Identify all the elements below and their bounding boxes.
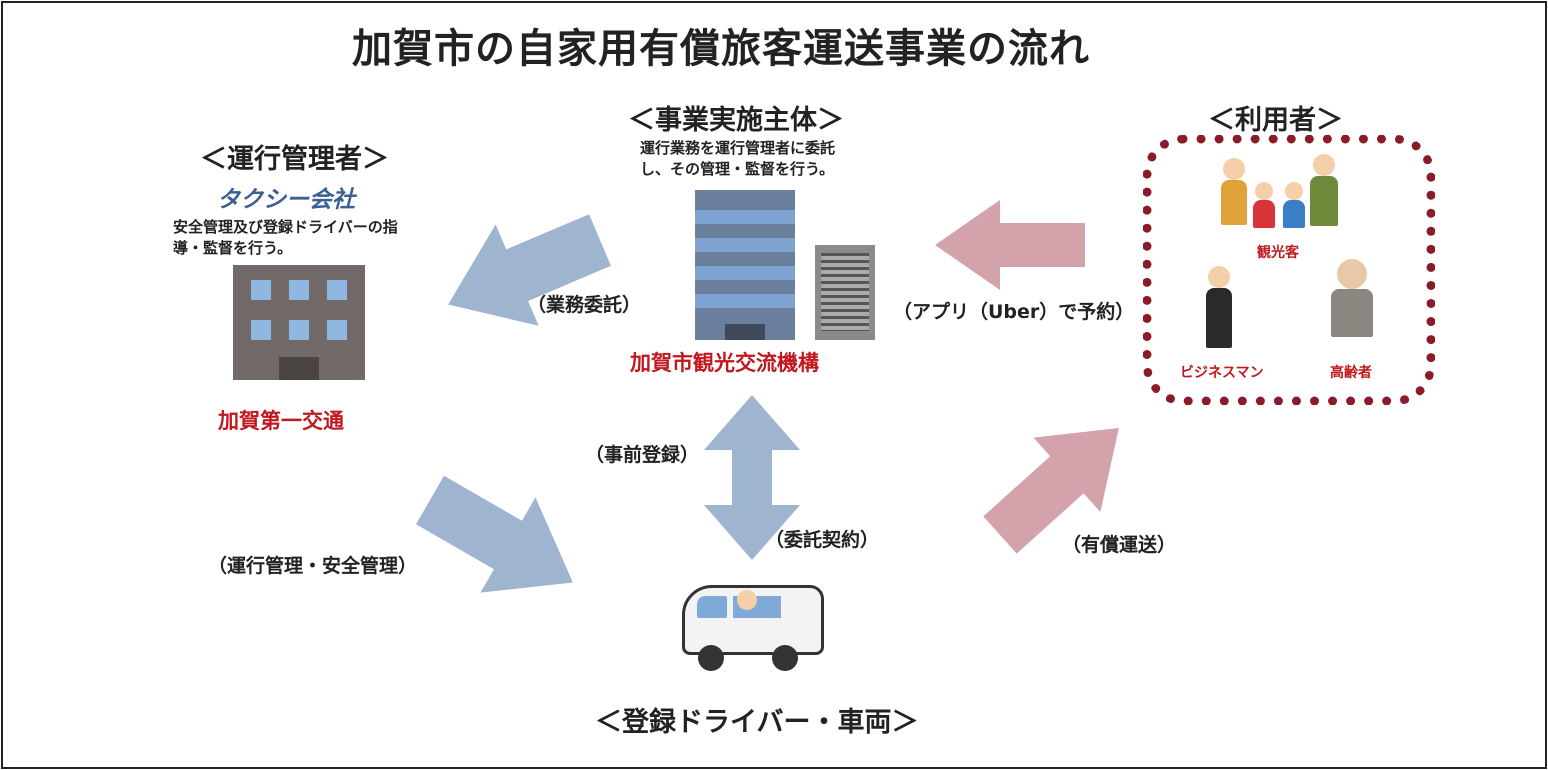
- office-building-icon: [695, 190, 795, 340]
- tourists-label: 観光客: [1257, 245, 1299, 261]
- implementer-description-2: し、その管理・監督を行う。: [640, 160, 835, 178]
- van-icon: [682, 585, 824, 655]
- arrow-outsourcing: [448, 214, 611, 326]
- implementer-name: 加賀市観光交流機構: [630, 351, 819, 375]
- server-icon: [815, 245, 875, 340]
- arrow-app-booking: [935, 200, 1085, 290]
- arrow-operation-management: [416, 475, 573, 593]
- pre-registration-label: （事前登録）: [585, 444, 700, 466]
- businessman-illustration: [1195, 262, 1245, 357]
- diagram-title: 加賀市の自家用有償旅客運送事業の流れ: [352, 26, 1090, 72]
- consignment-contract-label: （委託契約）: [765, 529, 880, 551]
- taxi-company-building-icon: [233, 265, 365, 380]
- users-heading: ＜利用者＞: [1208, 105, 1343, 136]
- elderly-label: 高齢者: [1330, 365, 1372, 381]
- operator-description-1: 安全管理及び登録ドライバーの指: [173, 218, 398, 236]
- implementer-heading: ＜事業実施主体＞: [628, 105, 844, 136]
- elderly-illustration: [1325, 255, 1380, 345]
- app-booking-label: （アプリ（Uber）で予約）: [893, 301, 1135, 323]
- arrow-registration-bidirectional: [704, 395, 800, 560]
- arrow-paid-transport: [983, 427, 1119, 554]
- operator-name: 加賀第一交通: [218, 409, 344, 433]
- van-wheel-icon: [772, 645, 798, 671]
- operator-manager-heading: ＜運行管理者＞: [200, 144, 389, 175]
- outsourcing-label: （業務委託）: [527, 294, 642, 316]
- taxi-company-label: タクシー会社: [217, 187, 355, 213]
- operator-description-2: 導・監督を行う。: [173, 239, 293, 257]
- driver-heading: ＜登録ドライバー・車両＞: [595, 707, 919, 738]
- van-wheel-icon: [698, 645, 724, 671]
- operation-safety-label: （運行管理・安全管理）: [208, 555, 418, 577]
- businessman-label: ビジネスマン: [1180, 365, 1264, 381]
- users-group: [1143, 135, 1435, 405]
- implementer-description-1: 運行業務を運行管理者に委託: [640, 139, 836, 157]
- tourists-illustration: [1215, 150, 1365, 235]
- paid-transport-label: （有償運送）: [1062, 534, 1177, 556]
